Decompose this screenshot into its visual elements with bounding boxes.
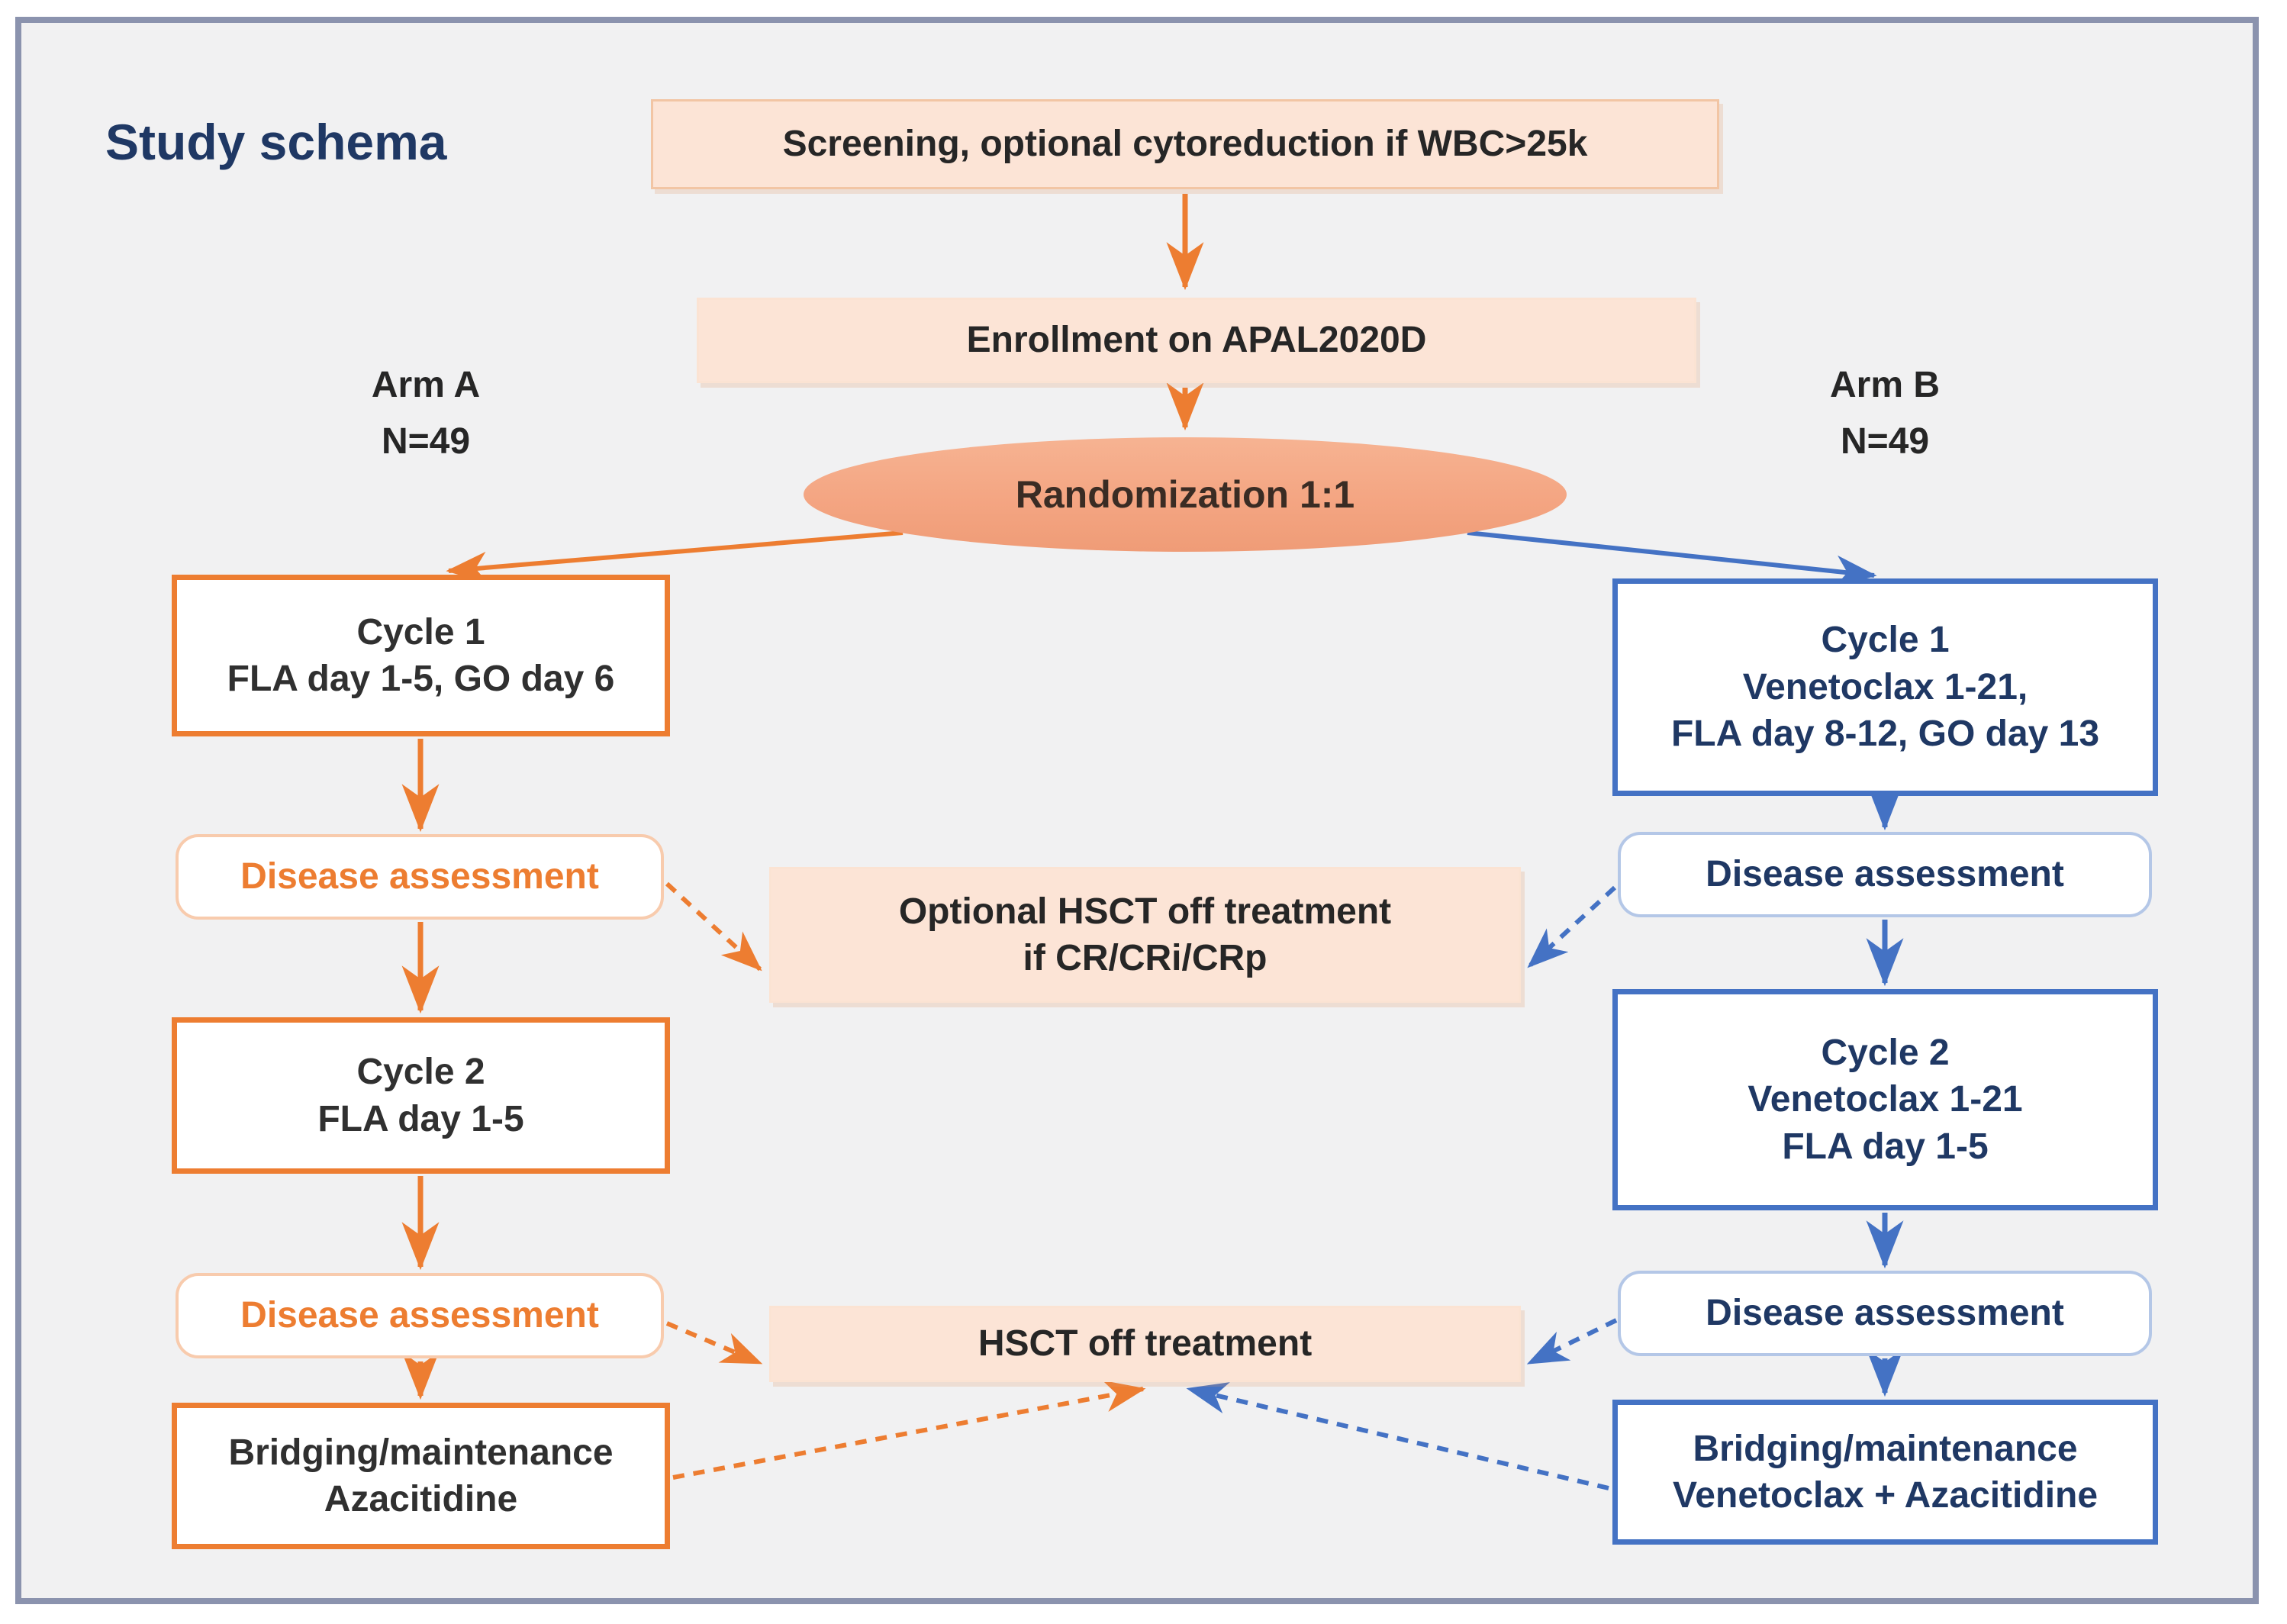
screening-label: Screening, optional cytoreduction if WBC… [782,124,1588,165]
hsct-box: HSCT off treatment [769,1306,1521,1382]
arm-b-cycle1-box: Cycle 1 Venetoclax 1-21, FLA day 8-12, G… [1612,578,2158,796]
arm-a-cycle1-box: Cycle 1 FLA day 1-5, GO day 6 [172,575,670,736]
screening-box: Screening, optional cytoreduction if WBC… [651,99,1719,189]
arm-a-label: Arm A N=49 [273,357,578,471]
arm-b-cycle1-line3: FLA day 8-12, GO day 13 [1670,714,2100,755]
enrollment-box: Enrollment on APAL2020D [697,298,1696,383]
arm-a-cycle2-box: Cycle 2 FLA day 1-5 [172,1017,670,1174]
arrow-da2a-to-hsct-dashed [665,1321,763,1365]
randomization-ellipse: Randomization 1:1 [804,437,1567,552]
arm-a-cycle2-line1: Cycle 2 [356,1052,485,1093]
randomization-label: Randomization 1:1 [1015,473,1355,516]
arrow-bridging-b-to-hsct-dashed [1186,1382,1609,1490]
arm-b-bridging-line2: Venetoclax + Azacitidine [1672,1475,2099,1516]
arm-a-name: Arm A [371,365,481,405]
optional-hsct-box: Optional HSCT off treatment if CR/CRi/CR… [769,867,1521,1003]
arm-a-disease-assessment-1: Disease assessment [176,834,664,920]
arm-a-cycle2-line2: FLA day 1-5 [317,1098,524,1139]
arm-b-n: N=49 [1840,421,1930,462]
arm-a-disease-assessment-2: Disease assessment [176,1273,664,1358]
enrollment-label: Enrollment on APAL2020D [966,320,1427,361]
arrow-randomization-to-arm-a [446,530,904,584]
arm-b-label: Arm B N=49 [1732,357,2037,471]
arm-b-cycle1-line2: Venetoclax 1-21, [1742,666,2028,707]
hsct-label: HSCT off treatment [978,1323,1313,1365]
study-schema-slide: Study schema [15,17,2259,1604]
arrow-bridging-a-to-hsct-dashed [672,1380,1146,1480]
arm-b-disease-assessment-2-label: Disease assessment [1706,1293,2064,1334]
optional-hsct-line2: if CR/CRi/CRp [1023,938,1268,978]
arrow-da1a-to-optional-hsct-dashed [665,881,762,972]
arm-b-cycle2-box: Cycle 2 Venetoclax 1-21 FLA day 1-5 [1612,989,2158,1210]
arm-a-disease-assessment-2-label: Disease assessment [240,1295,599,1336]
arm-b-cycle2-line3: FLA day 1-5 [1782,1126,1989,1167]
arm-b-disease-assessment-1: Disease assessment [1618,832,2152,917]
arm-b-bridging-line1: Bridging/maintenance [1693,1428,2078,1469]
arm-a-cycle1-line2: FLA day 1-5, GO day 6 [227,659,615,699]
arrow-randomization-to-arm-b [1467,530,1877,588]
arm-b-disease-assessment-2: Disease assessment [1618,1271,2152,1356]
arm-b-bridging-box: Bridging/maintenance Venetoclax + Azacit… [1612,1400,2158,1545]
arm-a-disease-assessment-1-label: Disease assessment [240,856,599,897]
arm-b-disease-assessment-1-label: Disease assessment [1706,854,2064,895]
arm-b-cycle2-line2: Venetoclax 1-21 [1747,1079,2023,1120]
page-title: Study schema [105,114,447,170]
arm-a-bridging-box: Bridging/maintenance Azacitidine [172,1403,670,1549]
arm-b-cycle2-line1: Cycle 2 [1821,1032,1950,1073]
arm-a-n: N=49 [381,421,471,462]
arm-a-bridging-line2: Azacitidine [324,1479,518,1519]
arrow-da1b-to-optional-hsct-dashed [1527,885,1617,968]
arrow-da2b-to-hsct-dashed [1526,1318,1618,1365]
arm-a-bridging-line1: Bridging/maintenance [228,1432,614,1473]
optional-hsct-line1: Optional HSCT off treatment [898,891,1392,932]
arm-b-name: Arm B [1829,365,1941,405]
arm-b-cycle1-line1: Cycle 1 [1821,620,1950,661]
arm-a-cycle1-line1: Cycle 1 [356,611,485,652]
